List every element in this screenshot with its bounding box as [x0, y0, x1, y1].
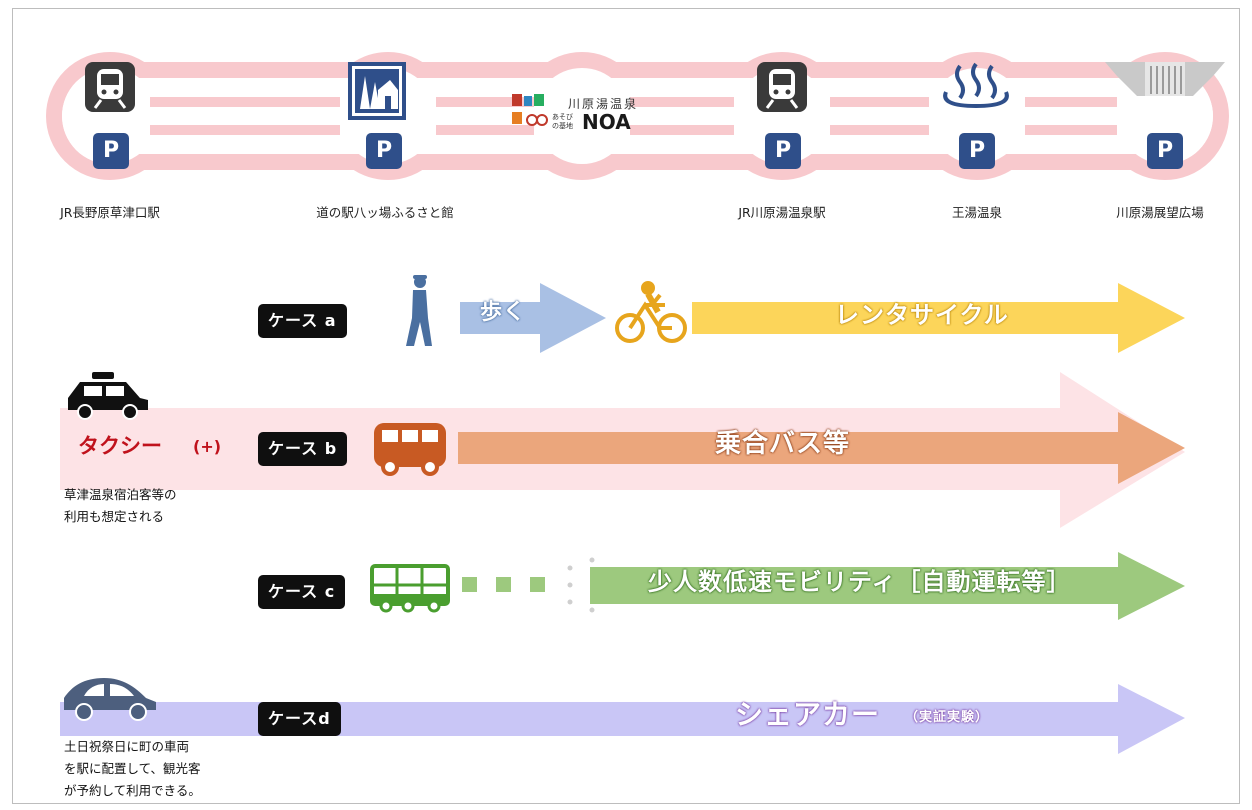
mobility-arrow: [590, 552, 1185, 620]
noa-logo-brand: NOA: [582, 110, 631, 134]
noa-logo-sub-b: の基地: [552, 122, 573, 130]
parking-sign-label: P: [774, 138, 792, 163]
mobility-dashes: [462, 557, 595, 613]
train-icon: [85, 62, 135, 112]
rental-cycle-arrow: [692, 283, 1185, 353]
mobility-label: 少人数低速モビリティ［自動運転等］: [648, 568, 1072, 596]
station-label-jr-naganohara: JR長野原草津口駅: [60, 205, 160, 220]
station-label-ouyu: 王湯温泉: [951, 205, 1003, 220]
diagram-frame: [12, 8, 1240, 804]
train-icon: [757, 62, 807, 112]
sharecar-label: シェアカー: [735, 698, 881, 731]
station-label-observation: 川原湯展望広場: [1116, 205, 1204, 220]
case-b-badge: ケース b: [258, 432, 348, 466]
parking-sign-label: P: [375, 138, 393, 163]
taxi-note-line: 草津温泉宿泊客等の: [64, 487, 177, 502]
taxi-plus-label: (+): [193, 437, 222, 456]
noa-logo-sub-a: あそび: [552, 113, 573, 121]
dam-icon: [1105, 62, 1225, 96]
bicycle-icon: [615, 281, 687, 343]
sharecar-note-line: 土日祝祭日に町の車両: [64, 739, 190, 754]
parking-sign-label: P: [102, 138, 120, 163]
sharecar-note: 土日祝祭日に町の車両 を駅に配置して、観光客 が予約して利用できる。: [64, 736, 201, 802]
walk-label: 歩く: [480, 300, 527, 325]
case-c-badge: ケース c: [258, 575, 346, 609]
taxi-label: タクシー: [78, 434, 162, 458]
noa-logo-title: 川原湯温泉: [568, 97, 639, 111]
station-label-jr-kawarayu: JR川原湯温泉駅: [738, 205, 826, 220]
parking-signs: [93, 133, 1183, 169]
rental-cycle-label: レンタサイクル: [835, 301, 1009, 329]
noa-logo-graphic: [512, 94, 548, 126]
walker-icon: [406, 275, 432, 346]
sharecar-note-line: を駅に配置して、観光客: [64, 761, 201, 776]
roadside-station-icon: [348, 62, 406, 120]
sharecar-sub-label: （実証実験）: [905, 710, 990, 725]
sharecar-icon: [64, 678, 156, 721]
mobility-vehicle-icon: [370, 564, 450, 613]
parking-sign-label: P: [1156, 138, 1174, 163]
walk-arrow: [460, 283, 606, 353]
bus-arrow: [458, 412, 1185, 484]
sharecar-arrow: [60, 684, 1185, 754]
hot-spring-icon: [943, 62, 1009, 109]
taxi-note-line: 利用も想定される: [64, 509, 165, 524]
bus-label: 乗合バス等: [715, 429, 851, 459]
taxi-note: 草津温泉宿泊客等の 利用も想定される: [64, 484, 177, 528]
parking-sign-label: P: [968, 138, 986, 163]
case-a-badge: ケース a: [258, 304, 347, 338]
sharecar-note-line: が予約して利用できる。: [64, 783, 201, 798]
taxi-icon: [68, 372, 148, 420]
station-label-michinoeki: 道の駅八ッ場ふるさと館: [316, 205, 454, 220]
case-d-badge: ケースd: [258, 702, 341, 736]
bus-icon: [374, 423, 446, 476]
